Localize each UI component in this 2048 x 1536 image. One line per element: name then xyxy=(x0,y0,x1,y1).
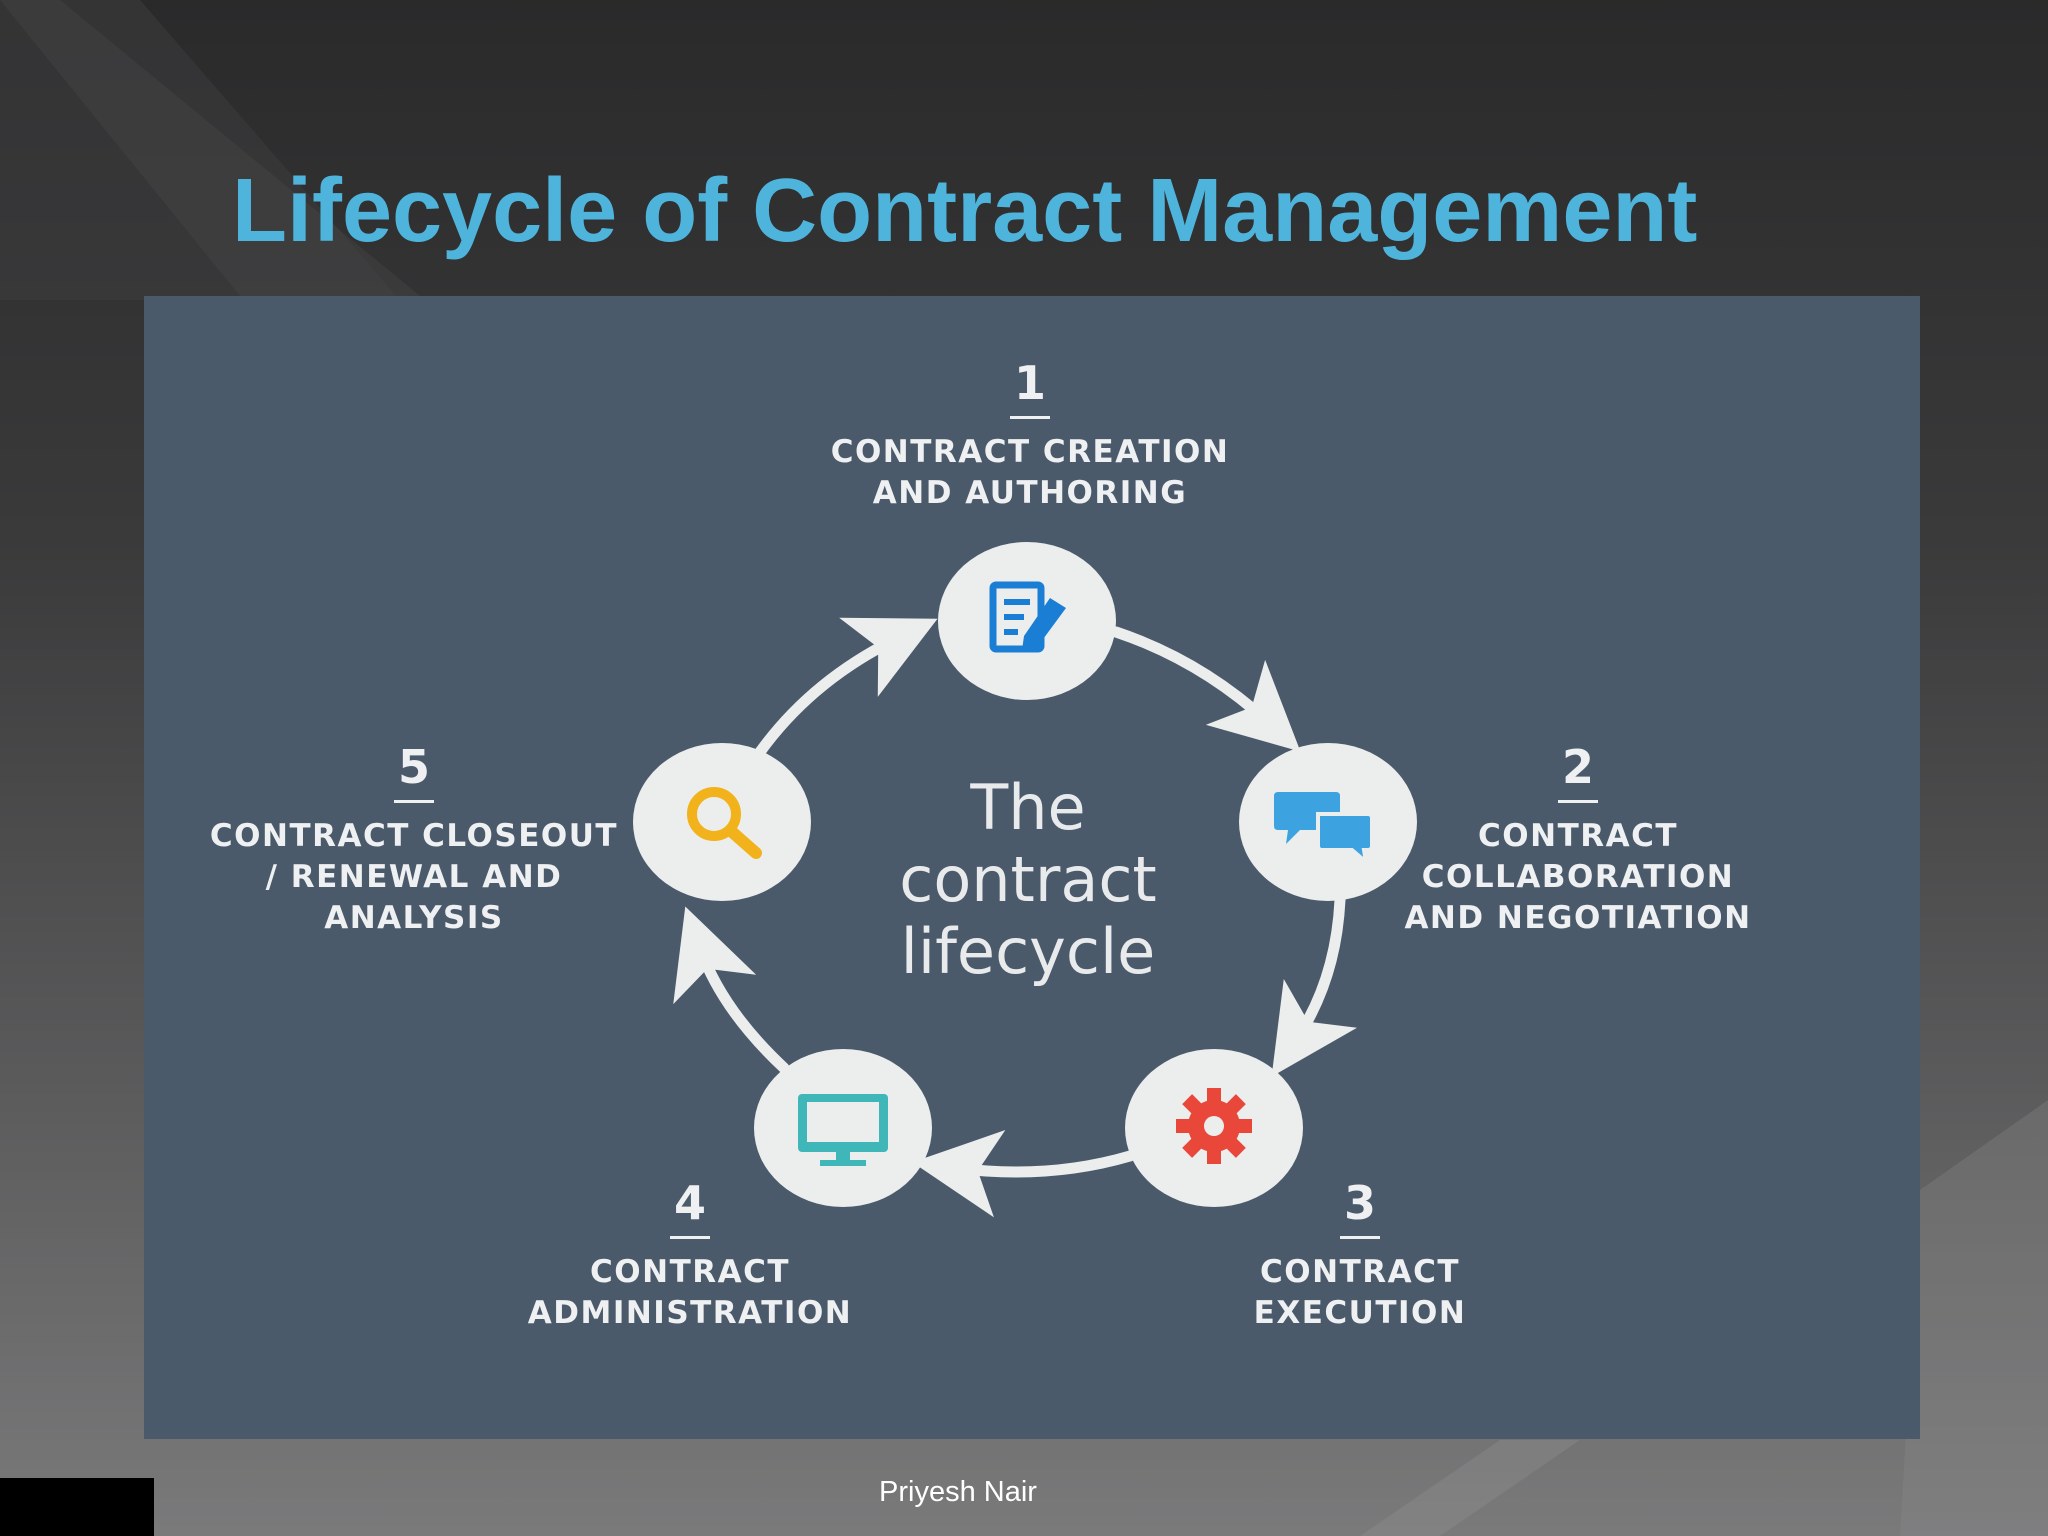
stage-label-line: ANALYSIS xyxy=(324,900,504,936)
stage-5-divider xyxy=(394,800,434,803)
stage-label-line: CONTRACT xyxy=(590,1254,790,1290)
arrow-5-to-1 xyxy=(754,617,938,758)
magnifier-icon xyxy=(687,787,762,859)
stage-1-node xyxy=(938,542,1116,700)
stage-label-line: ADMINISTRATION xyxy=(527,1295,853,1331)
stage-label-line: CONTRACT xyxy=(1478,818,1678,854)
stage-5-node xyxy=(633,743,811,901)
monitor-icon xyxy=(798,1094,888,1166)
stage-label-line: CONTRACT CREATION xyxy=(830,434,1230,470)
stage-3-divider xyxy=(1340,1236,1380,1239)
arrow-2-to-3 xyxy=(1271,894,1358,1077)
stage-label-line: CONTRACT CLOSEOUT xyxy=(209,818,619,854)
stage-1-label: CONTRACT CREATION AND AUTHORING xyxy=(800,432,1260,514)
lifecycle-diagram-panel xyxy=(144,296,1920,1439)
footer-author: Priyesh Nair xyxy=(879,1476,1037,1508)
stage-label-line: AND NEGOTIATION xyxy=(1404,900,1752,936)
center-text-line: The xyxy=(970,771,1086,844)
center-text-line: lifecycle xyxy=(900,915,1156,988)
stage-3-node xyxy=(1125,1049,1303,1207)
stage-4-node xyxy=(754,1049,932,1207)
stage-4-label: CONTRACT ADMINISTRATION xyxy=(460,1252,920,1334)
stage-3-number: 3 xyxy=(1343,1176,1376,1230)
stage-1-divider xyxy=(1010,416,1050,419)
stage-5-number: 5 xyxy=(397,740,430,794)
arrow-1-to-2 xyxy=(1110,626,1301,752)
chat-bubbles-icon xyxy=(1274,792,1374,868)
stage-4-number: 4 xyxy=(673,1176,706,1230)
stage-3-label: CONTRACT EXECUTION xyxy=(1130,1252,1590,1334)
stage-5-label: CONTRACT CLOSEOUT / RENEWAL AND ANALYSIS xyxy=(184,816,644,939)
stage-label-line: COLLABORATION xyxy=(1421,859,1735,895)
cycle-center-text: The contract lifecycle xyxy=(858,772,1198,988)
slide-title: Lifecycle of Contract Management xyxy=(232,161,1698,261)
stage-1-number: 1 xyxy=(1013,356,1046,410)
stage-2-node xyxy=(1239,743,1417,901)
stage-2-label: CONTRACT COLLABORATION AND NEGOTIATION xyxy=(1348,816,1808,939)
stage-4-divider xyxy=(670,1236,710,1239)
stage-label-line: / RENEWAL AND xyxy=(265,859,563,895)
stage-2-divider xyxy=(1558,800,1598,803)
stage-label-line: EXECUTION xyxy=(1253,1295,1467,1331)
center-text-line: contract xyxy=(899,843,1157,916)
stage-label-line: AND AUTHORING xyxy=(872,475,1188,511)
gear-icon xyxy=(1176,1088,1252,1164)
arrow-3-to-4 xyxy=(912,1130,1136,1218)
arrow-4-to-5 xyxy=(673,906,790,1074)
stage-label-line: CONTRACT xyxy=(1260,1254,1460,1290)
stage-2-number: 2 xyxy=(1561,740,1594,794)
corner-block xyxy=(0,1478,154,1536)
document-edit-icon xyxy=(989,581,1066,653)
